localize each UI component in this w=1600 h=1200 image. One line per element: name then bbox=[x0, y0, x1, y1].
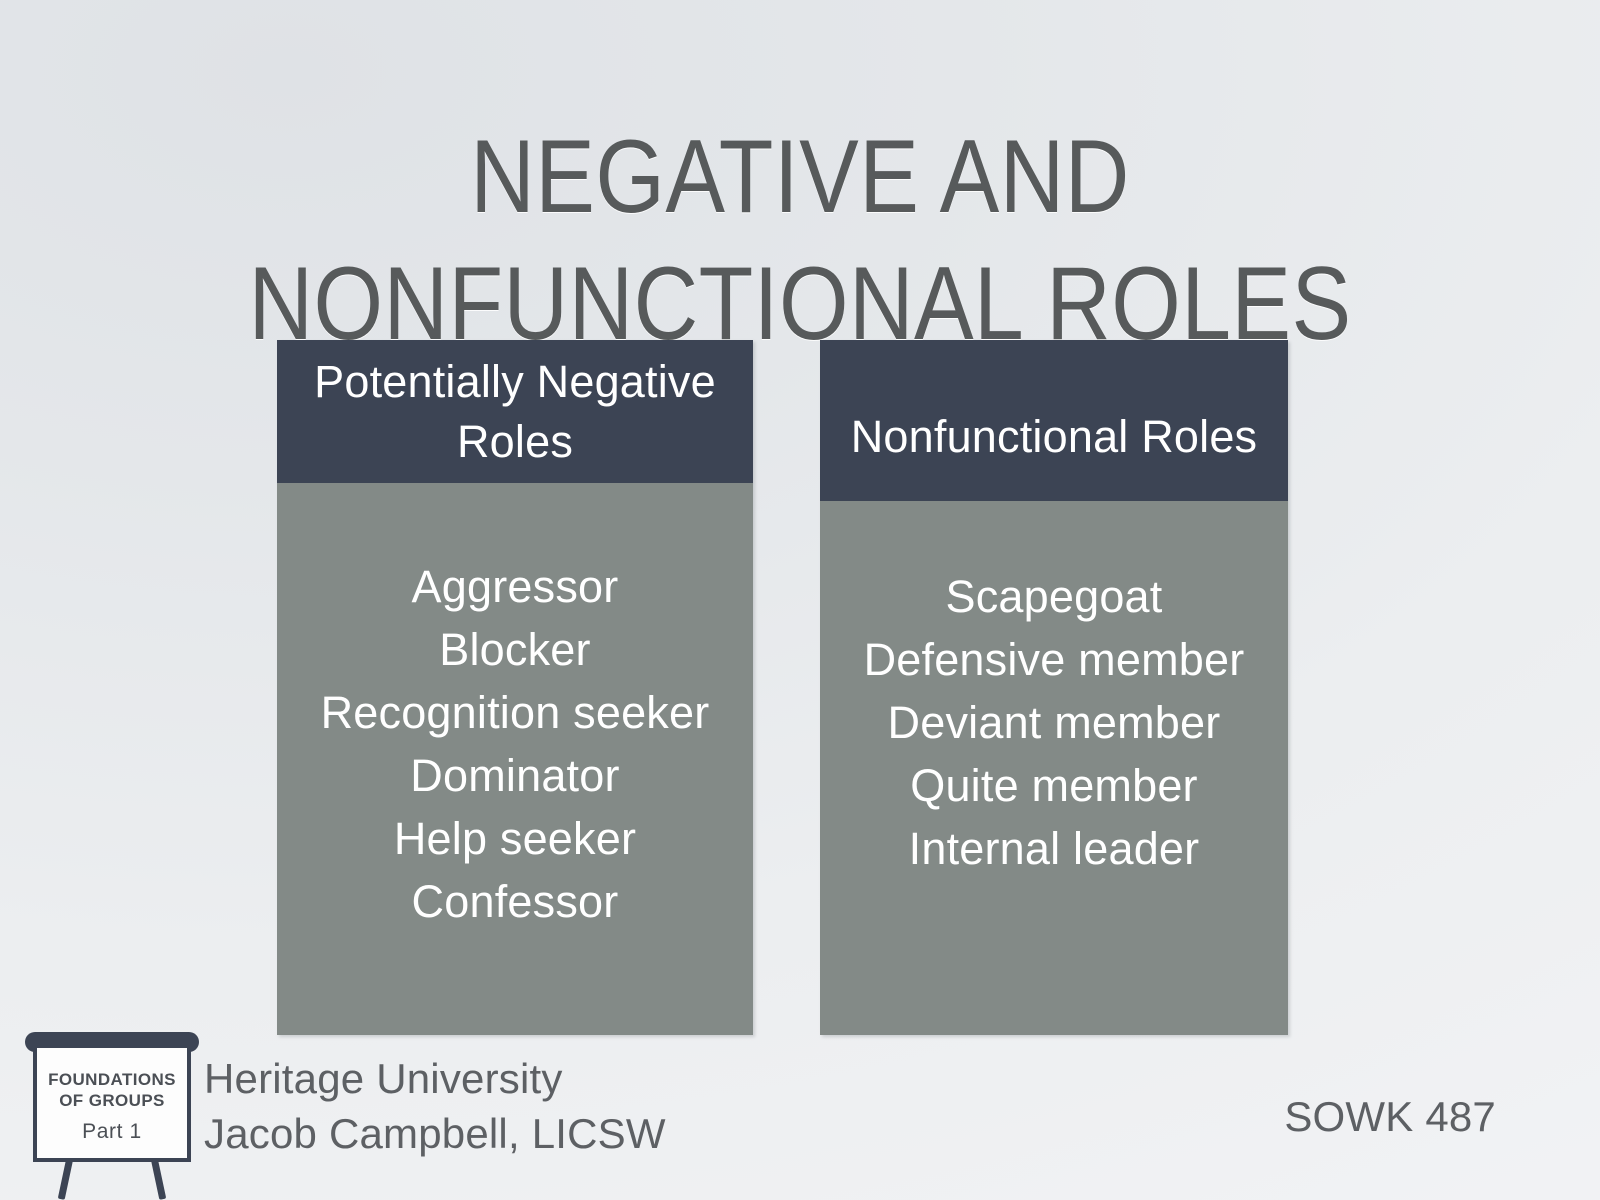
logo-title-line1: FOUNDATIONS bbox=[48, 1069, 176, 1089]
list-item: Internal leader bbox=[908, 823, 1200, 874]
footer-presenter: Jacob Campbell, LICSW bbox=[204, 1109, 666, 1157]
logo-title: FOUNDATIONS OF GROUPS bbox=[48, 1070, 176, 1111]
table-header-right: Nonfunctional Roles bbox=[820, 340, 1288, 501]
list-item: Aggressor bbox=[411, 561, 619, 612]
table-body-left: Aggressor Blocker Recognition seeker Dom… bbox=[277, 483, 753, 1035]
footer-attribution: Heritage University Jacob Campbell, LICS… bbox=[204, 1052, 666, 1161]
list-item: Dominator bbox=[410, 750, 620, 801]
table-potentially-negative-roles: Potentially Negative Roles Aggressor Blo… bbox=[277, 340, 753, 1035]
list-item: Blocker bbox=[439, 624, 591, 675]
list-item: Defensive member bbox=[863, 634, 1245, 685]
logo-part-label: Part 1 bbox=[82, 1120, 142, 1144]
easel-icon: FOUNDATIONS OF GROUPS Part 1 bbox=[22, 1012, 202, 1200]
table-nonfunctional-roles: Nonfunctional Roles Scapegoat Defensive … bbox=[820, 340, 1288, 1035]
list-item: Help seeker bbox=[393, 813, 637, 864]
table-body-right: Scapegoat Defensive member Deviant membe… bbox=[820, 501, 1288, 1035]
footer-institution: Heritage University bbox=[204, 1055, 563, 1102]
table-header-left: Potentially Negative Roles bbox=[277, 340, 753, 483]
list-item: Confessor bbox=[411, 876, 619, 927]
page-title: NEGATIVE AND NONFUNCTIONAL ROLES bbox=[248, 118, 1352, 362]
footer-course-code: SOWK 487 bbox=[1284, 1093, 1496, 1140]
easel-board: FOUNDATIONS OF GROUPS Part 1 bbox=[33, 1044, 191, 1162]
list-item: Scapegoat bbox=[945, 571, 1163, 622]
easel-leg-right-icon bbox=[151, 1159, 167, 1200]
list-item: Recognition seeker bbox=[320, 687, 710, 738]
logo-title-line2: OF GROUPS bbox=[59, 1090, 165, 1110]
list-item: Quite member bbox=[910, 760, 1198, 811]
list-item: Deviant member bbox=[887, 697, 1221, 748]
easel-leg-left-icon bbox=[57, 1159, 73, 1200]
